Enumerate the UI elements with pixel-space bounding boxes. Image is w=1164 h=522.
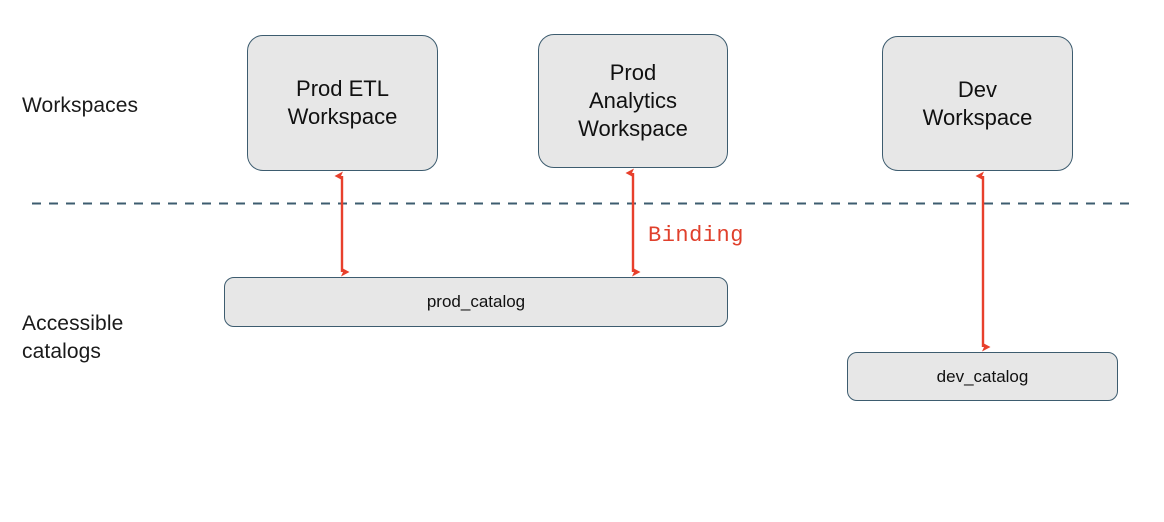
node-dev-workspace[interactable]: Dev Workspace [882, 36, 1073, 171]
node-prod-analytics-workspace[interactable]: Prod Analytics Workspace [538, 34, 728, 168]
annotation-binding-label: Binding [648, 223, 744, 248]
node-prod-catalog[interactable]: prod_catalog [224, 277, 728, 327]
node-dev-catalog[interactable]: dev_catalog [847, 352, 1118, 401]
row-label-workspaces: Workspaces [22, 94, 139, 117]
row-label-accessible-catalogs: Accessible catalogs [22, 312, 124, 363]
node-prod-etl-workspace[interactable]: Prod ETL Workspace [247, 35, 438, 171]
